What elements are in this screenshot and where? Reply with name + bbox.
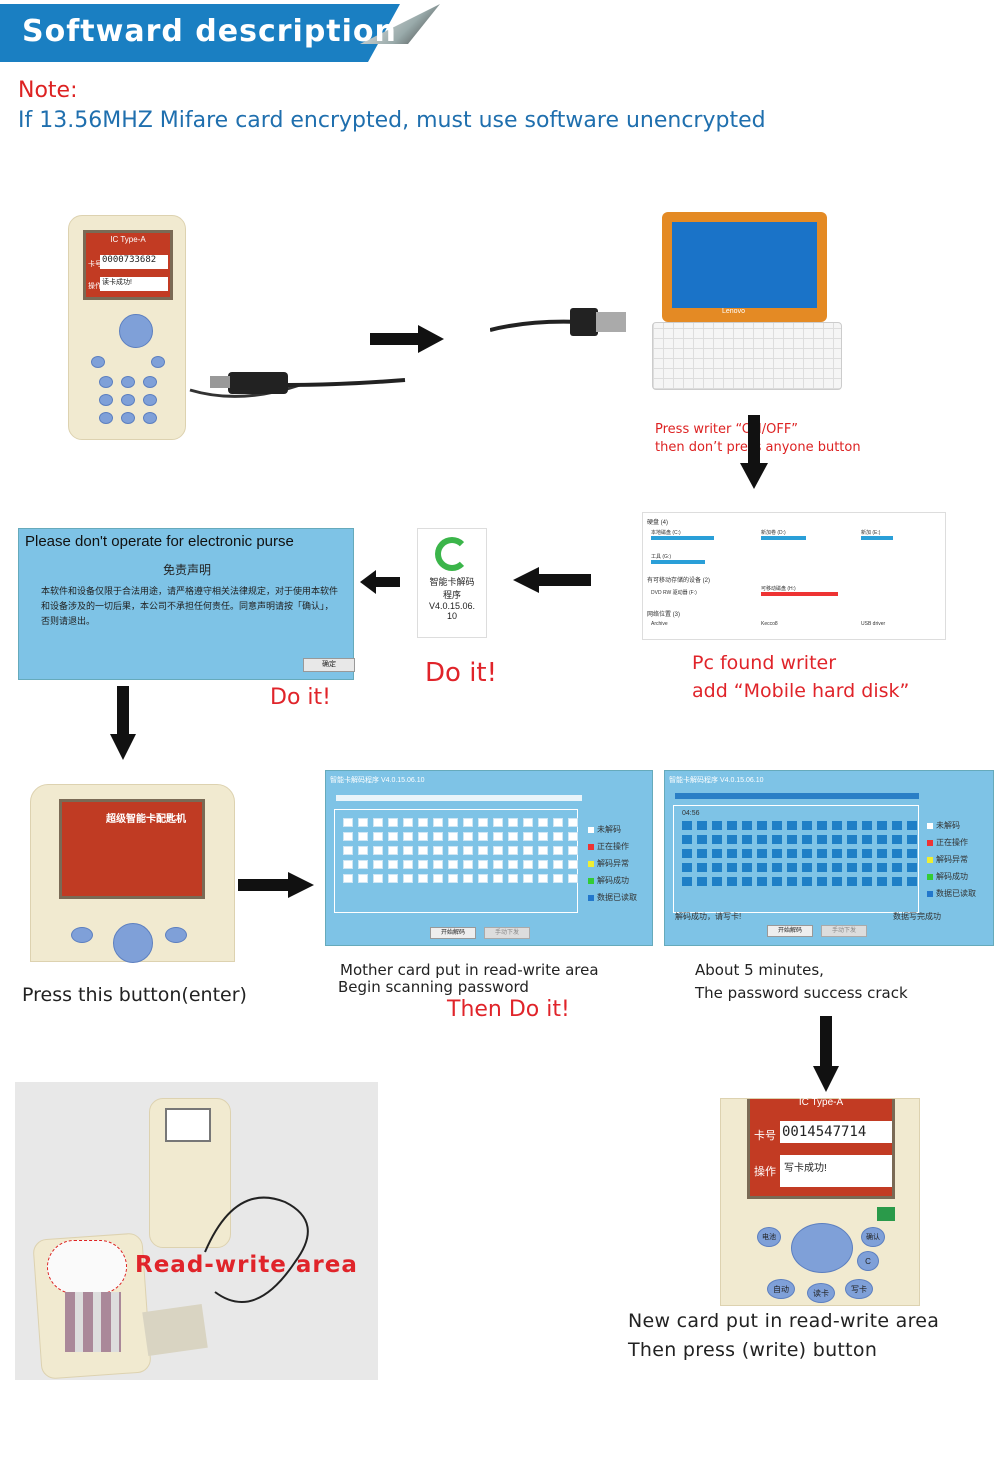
decoder-window-a: 智能卡解码程序 V4.0.15.06.10 未解码 正在操作 解码异常 解码成功… (325, 770, 653, 946)
op-value: 读卡成功! (100, 277, 168, 291)
mother-card-text: Mother card put in read-write area (340, 961, 599, 979)
writer-device-2: 超级智能卡配匙机 (30, 784, 235, 963)
laptop-keyboard (652, 322, 842, 390)
manual-send-button[interactable]: 手动下发 (484, 927, 530, 939)
write-key[interactable]: 写卡 (845, 1279, 873, 1299)
disclaimer-heading: 免责声明 (162, 563, 211, 577)
do-it-b: Do it! (425, 658, 498, 688)
explorer-drives: 硬盘 (4) 本地磁盘 (C:) 新加卷 (D:) 新加 (E:) 工具 (G:… (642, 512, 946, 640)
battery-button[interactable]: 电池 (757, 1227, 781, 1247)
page-title: Softward description (22, 14, 397, 49)
decoder-title: 智能卡解码程序 V4.0.15.06.10 (330, 777, 425, 784)
arrow-left-icon (360, 570, 400, 594)
about-minutes-text: About 5 minutes, (695, 961, 824, 979)
status-left: 解码成功，请写卡! (675, 912, 742, 921)
writer-device: IC Type-A 卡号 0000733682 操作 读卡成功! (68, 215, 186, 440)
app-icon[interactable]: 智能卡解码程序 V4.0.15.06.10 (417, 528, 487, 638)
arrow-right-icon (370, 325, 444, 353)
note-text: If 13.56MHZ Mifare card encrypted, must … (18, 108, 766, 133)
start-decode-button[interactable]: 开始解码 (430, 927, 476, 939)
note-label: Note: (18, 78, 78, 103)
confirm-key[interactable]: 确认 (861, 1227, 885, 1247)
read-write-area-label: Read-write area (135, 1252, 358, 1278)
legend: 未解码 正在操作 解码异常 解码成功 数据已读取 (588, 821, 637, 906)
usb-cable-a (189, 372, 406, 398)
timer: 04:56 (682, 810, 700, 817)
press-onoff-text: Press writer “ON/OFF” (655, 422, 799, 437)
new-card-text: New card put in read-write area (628, 1310, 940, 1332)
arrow-down-icon (110, 686, 136, 760)
status-right: 数据写完成功 (893, 912, 941, 921)
device-title: 超级智能卡配匙机 (106, 814, 186, 825)
arrow-right-icon (238, 872, 314, 898)
auto-key[interactable]: 自动 (767, 1279, 795, 1299)
arrow-left-icon (513, 567, 591, 593)
pc-add-text: add “Mobile hard disk” (692, 680, 910, 702)
confirm-button[interactable]: 确定 (303, 658, 355, 672)
device-photo: Read-write area (15, 1082, 378, 1380)
writer-device-3: IC Type-A 卡号 0014547714 操作 写卡成功! 电池 确认 C… (720, 1097, 920, 1306)
op-value-2: 写卡成功! (780, 1155, 892, 1187)
clear-key[interactable]: C (857, 1251, 879, 1271)
card-number: 0000733682 (100, 255, 168, 269)
card-label: 卡号 (88, 261, 102, 268)
device-screen-title: IC Type-A (110, 235, 146, 244)
disclaimer-title: Please don't operate for electronic purs… (25, 533, 294, 550)
sector-grid-done: 04:56 (673, 805, 919, 913)
sector-grid (334, 809, 578, 913)
password-crack-text: The password success crack (695, 984, 908, 1002)
begin-scan-text: Begin scanning password (338, 978, 529, 996)
refresh-icon (435, 537, 469, 571)
op-label: 操作 (88, 283, 102, 290)
manual-send-button-2[interactable]: 手动下发 (821, 925, 867, 937)
then-press-text: Then press (write) button (628, 1339, 878, 1361)
laptop-brand: Lenovo (722, 308, 745, 315)
card-number-2: 0014547714 (780, 1121, 892, 1143)
usb-cable-b (490, 308, 626, 336)
start-decode-button-2[interactable]: 开始解码 (767, 925, 813, 937)
press-enter-text: Press this button(enter) (22, 984, 247, 1006)
disclaimer-body: 本软件和设备仅限于合法用途，请严格遵守相关法律规定，对于使用本软件和设备涉及的一… (41, 586, 339, 626)
arrow-down-icon (740, 415, 768, 489)
section-header: Softward description (0, 0, 440, 64)
do-it-a: Do it! (270, 685, 331, 710)
decoder-window-b: 智能卡解码程序 V4.0.15.06.10 04:56 未解码 正在操作 解码异… (664, 770, 994, 946)
read-key[interactable]: 读卡 (807, 1283, 835, 1303)
disclaimer-window: Please don't operate for electronic purs… (18, 528, 355, 680)
arrow-down-icon (813, 1016, 839, 1092)
pc-found-text: Pc found writer (692, 652, 837, 674)
then-do-it: Then Do it! (447, 997, 570, 1022)
laptop-lid: Lenovo (662, 212, 827, 322)
